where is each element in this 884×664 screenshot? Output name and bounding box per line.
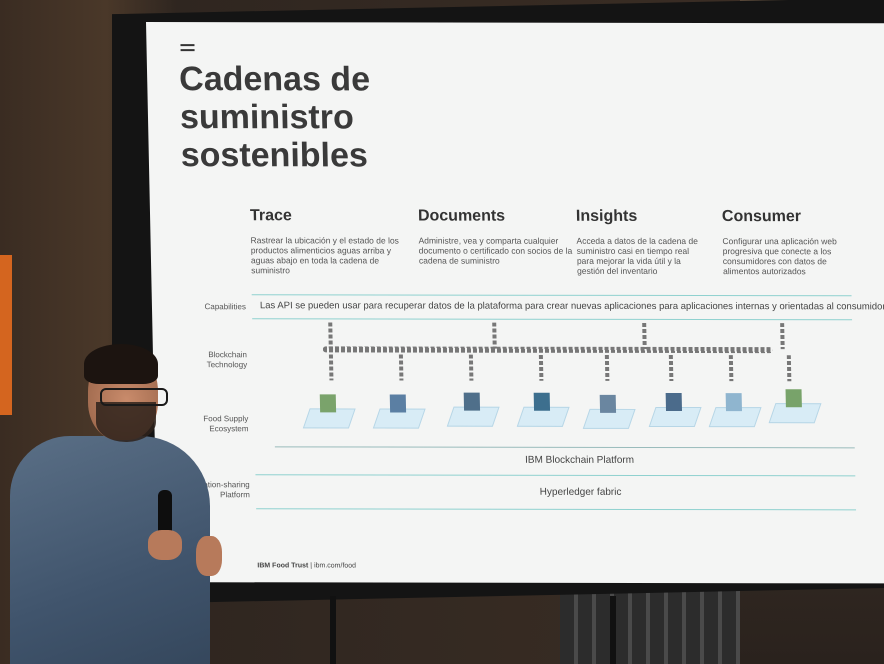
screen-stand-leg [610, 596, 616, 664]
truck-icon [582, 394, 636, 429]
warehouse-icon [372, 394, 426, 429]
divider-line [274, 446, 855, 449]
column-documents: Documents Administre, vea y comparta cua… [418, 208, 579, 266]
chain-link-icon [786, 355, 792, 382]
chain-link-icon [328, 354, 334, 381]
slide-footer: IBM Food Trust | ibm.com/food [257, 562, 356, 569]
footer-url: ibm.com/food [313, 562, 357, 570]
divider-line [255, 474, 856, 477]
column-title: Insights [575, 207, 638, 225]
column-title: Trace [249, 207, 293, 225]
row-label-capabilities: Capabilities [204, 302, 247, 312]
chain-link-icon [604, 354, 610, 381]
column-text: Configurar una aplicación web progresiva… [722, 236, 837, 277]
blockchain-chain [322, 346, 773, 354]
platform-ibm-blockchain: IBM Blockchain Platform [524, 454, 635, 466]
depot-icon [648, 392, 702, 428]
menu-icon [180, 44, 195, 54]
farm-icon [302, 394, 356, 429]
footer-separator: | [310, 562, 313, 570]
title-line: suministro [179, 98, 355, 137]
column-trace: Trace Rastrear la ubicación y el estado … [250, 207, 411, 275]
column-text: Administre, vea y comparta cualquier doc… [418, 235, 573, 266]
capabilities-text: Las API se pueden usar para recuperar da… [259, 300, 884, 313]
column-text: Rastrear la ubicación y el estado de los… [250, 235, 399, 276]
presenter-beard [96, 402, 156, 442]
platform-hyperledger: Hyperledger fabric [539, 486, 622, 498]
chain-link-icon [668, 354, 674, 381]
column-consumer: Consumer Configurar una aplicación web p… [722, 208, 843, 276]
slide-title: Cadenas de suministro sostenibles [179, 60, 401, 174]
presenter-hair [84, 344, 158, 384]
chain-link-icon [398, 354, 404, 381]
title-line: Cadenas de [178, 60, 371, 99]
orange-panel [0, 255, 12, 415]
chain-link-icon [328, 322, 333, 349]
column-insights: Insights Acceda a datos de la cadena de … [576, 208, 707, 276]
screen-stand-leg [330, 596, 336, 664]
divider-line [256, 508, 857, 511]
presenter [0, 340, 230, 664]
market-icon [768, 389, 822, 424]
column-title: Documents [417, 207, 506, 225]
chain-link-icon [642, 322, 647, 349]
presenter-hand [148, 530, 182, 560]
glasses-icon [100, 388, 168, 406]
store-icon [708, 393, 762, 428]
column-text: Acceda a datos de la cadena de suministr… [576, 235, 699, 276]
chain-link-icon [468, 354, 474, 381]
column-title: Consumer [721, 208, 802, 226]
divider-line [251, 294, 852, 297]
chain-link-icon [780, 323, 785, 350]
projected-slide: Cadenas de suministro sostenibles Trace … [146, 22, 884, 584]
presenter-hand [196, 536, 222, 576]
chain-link-icon [728, 355, 734, 382]
divider-line [252, 318, 853, 321]
footer-brand: IBM Food Trust [257, 562, 309, 570]
distribution-icon [516, 392, 570, 427]
chain-link-icon [492, 322, 497, 349]
title-line: sostenibles [180, 136, 369, 175]
chain-link-icon [538, 354, 544, 381]
factory-icon [446, 392, 500, 427]
